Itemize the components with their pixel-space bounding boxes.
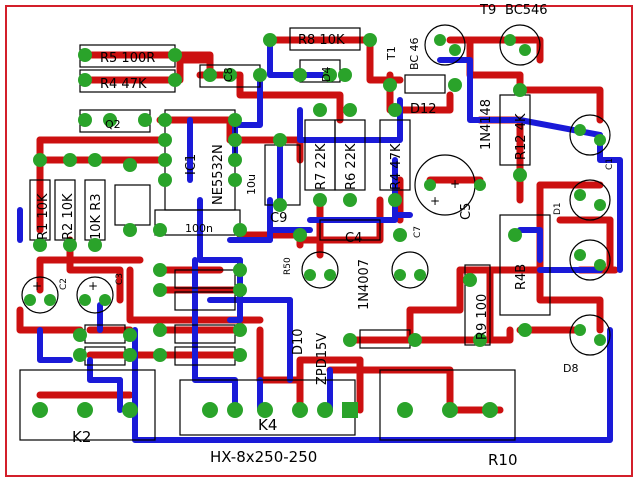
label-d12: D12 [410,102,437,117]
label-r10: R10 [488,451,518,469]
label-d8: D8 [563,362,578,375]
label-r4: R4 47K [100,77,147,92]
label-k2: K2 [72,428,91,446]
svg-text:+: + [450,177,460,191]
board-outline [5,5,633,477]
label-c3: C3 [115,273,125,285]
label-c9: C9 [270,211,287,226]
silkscreen-labels: T9 BC546 R5 100R R4 47K Q2 R8 10K C8 D4 … [36,3,615,469]
svg-text:+: + [430,194,440,208]
label-c8: C8 [222,67,235,82]
label-1n4148: 1N4148 [479,99,494,150]
label-d1: D1 [553,202,563,215]
label-d4: D4 [320,67,333,82]
polarity-marks: + + + + [32,177,460,293]
label-r50: R50 [283,257,293,275]
label-zpd15v: ZPD15V [315,333,330,385]
label-r12: R12 4K [514,113,529,160]
label-r48: R4B [514,264,529,290]
label-r2: R2 10K [61,193,76,240]
label-r4b: R4 47K [389,143,404,190]
label-c2: C2 [59,278,69,290]
label-bc46: BC 46 [408,37,421,70]
label-d10: D10 [291,328,306,355]
label-k4: K4 [258,416,277,434]
svg-text:+: + [88,279,98,293]
label-c5: C5 [459,203,474,220]
label-r7: R7 22K [314,143,329,190]
svg-text:+: + [32,279,42,293]
label-t1: T1 [385,46,398,61]
label-r8: R8 10K [298,33,345,48]
label-r6: R6 22K [344,143,359,190]
label-1n4007: 1N4007 [357,259,372,310]
component-outlines [19,24,611,441]
label-r9: R9 100 [475,294,490,340]
label-ic1-part: NE5532N [211,144,226,205]
label-r5: R5 100R [100,51,155,66]
label-q2: Q2 [105,118,121,131]
label-c4: C4 [345,231,362,246]
label-bc546: BC546 [505,3,548,18]
label-100n: 100n [185,222,213,235]
label-r3: 10K R3 [89,193,104,240]
label-c7: C7 [413,226,423,238]
label-ic1: IC1 [184,154,199,175]
label-t9: T9 [479,3,496,18]
label-c1: C1 [605,158,615,170]
pads [24,33,606,418]
label-r1: R1 10K [36,193,51,240]
label-10u: 10u [245,174,258,195]
board-title: HX-8x250-250 [210,448,317,466]
